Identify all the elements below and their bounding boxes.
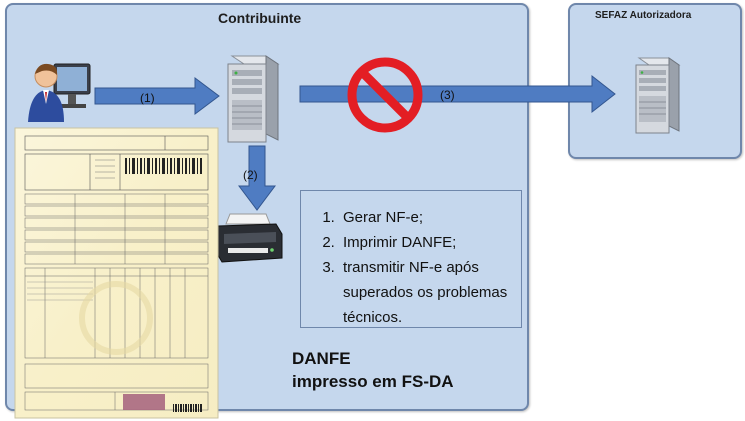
caption-line-2: impresso em FS-DA xyxy=(292,372,454,391)
step-item: Imprimir DANFE; xyxy=(339,230,517,255)
sefaz-server-icon xyxy=(635,57,681,134)
steps-box: Gerar NF-e; Imprimir DANFE; transmitir N… xyxy=(300,190,522,328)
arrow-user-to-server xyxy=(94,77,220,115)
sefaz-title: SEFAZ Autorizadora xyxy=(595,10,692,21)
caption-line-1: DANFE xyxy=(292,349,351,368)
arrow-label-2: (2) xyxy=(243,168,258,182)
contribuinte-title: Contribuinte xyxy=(218,10,302,26)
arrow-label-3: (3) xyxy=(440,88,455,102)
danfe-caption: DANFE impresso em FS-DA xyxy=(292,347,454,393)
no-entry-icon xyxy=(347,57,423,133)
arrow-server-to-printer xyxy=(238,145,276,211)
user-computer-icon xyxy=(28,63,91,122)
step-item: transmitir NF-e após superados os proble… xyxy=(339,255,517,330)
step-item: Gerar NF-e; xyxy=(339,205,517,230)
danfe-document-image xyxy=(14,127,219,419)
arrow-label-1: (1) xyxy=(140,91,155,105)
printer-icon xyxy=(215,213,283,263)
barcode-icon xyxy=(125,158,202,174)
server-icon xyxy=(227,55,280,143)
steps-list: Gerar NF-e; Imprimir DANFE; transmitir N… xyxy=(301,191,521,330)
